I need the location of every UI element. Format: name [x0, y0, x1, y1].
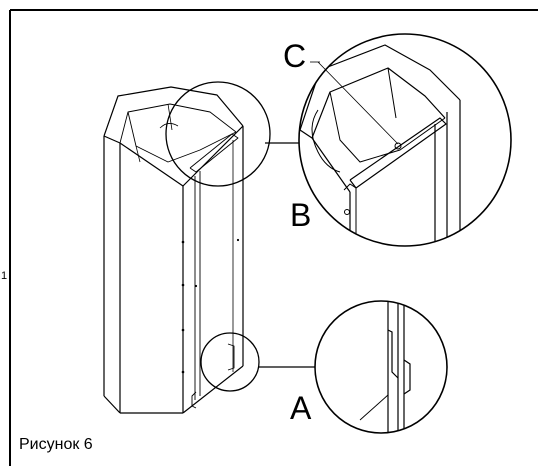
detail-circle-bottom-small — [200, 332, 260, 392]
top-detail-drawing — [299, 44, 461, 246]
detail-circle-bottom-large — [314, 300, 448, 434]
cabinet-body — [103, 86, 244, 414]
label-a: A — [290, 390, 312, 426]
label-b: B — [290, 197, 312, 233]
bottom-detail-drawing — [359, 301, 411, 432]
detail-circle-top-small — [165, 81, 271, 187]
screw-holes — [181, 238, 240, 374]
figure-frame — [9, 9, 538, 466]
label-c: C — [283, 38, 307, 74]
leader-c — [317, 61, 399, 145]
detail-circle-top-large — [298, 33, 512, 247]
figure-caption: Рисунок 6 — [19, 436, 93, 453]
side-page-number: 1 — [1, 270, 8, 282]
